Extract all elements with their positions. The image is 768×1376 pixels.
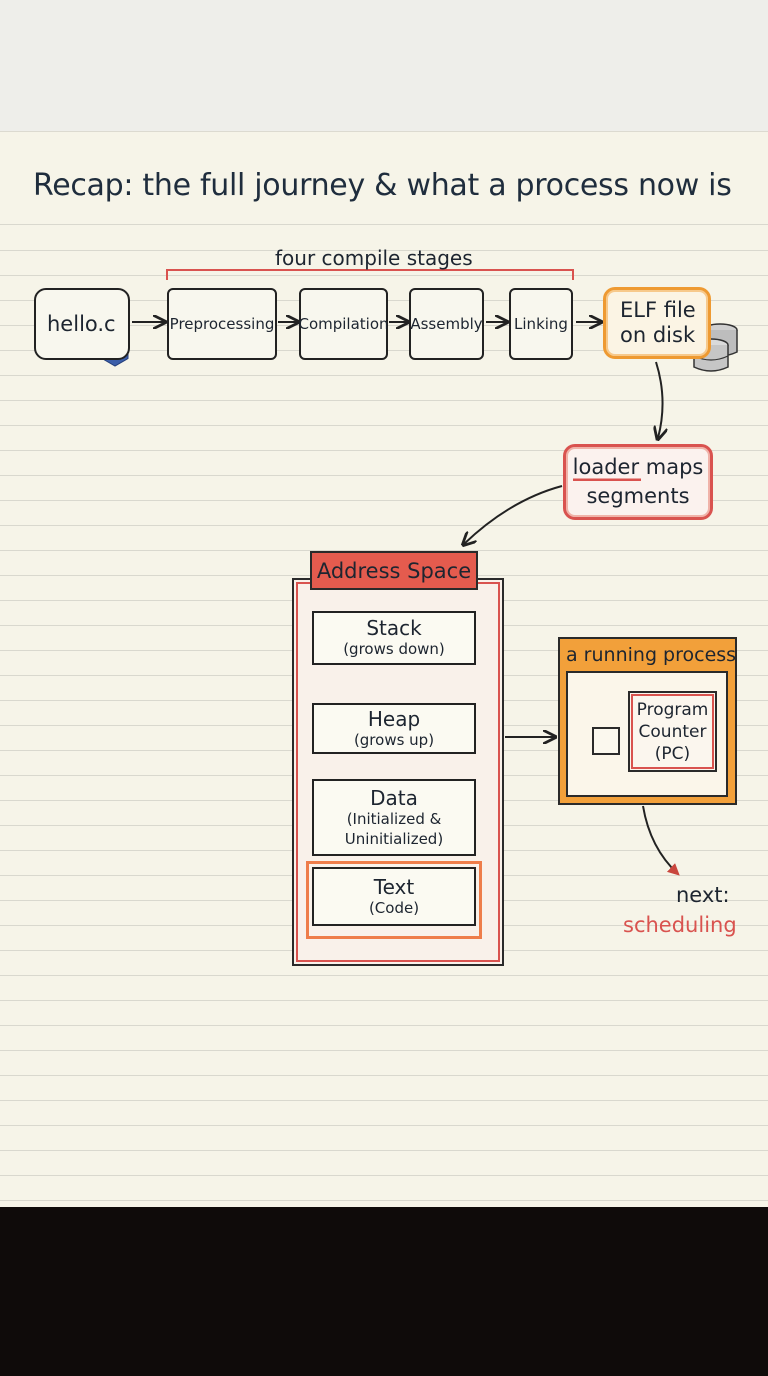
compile-stages-brace — [166, 269, 574, 280]
pc-line1: Program — [636, 699, 709, 720]
address-space-title-box: Address Space — [310, 551, 478, 590]
segment-stack: Stack (grows down) — [312, 611, 476, 665]
top-band — [0, 0, 768, 131]
segment-heap: Heap (grows up) — [312, 703, 476, 754]
segment-data: Data (Initialized & Uninitialized) — [312, 779, 476, 856]
arrow-loader-to-address-space — [464, 485, 563, 544]
elf-file-box: ELF file on disk — [603, 287, 711, 359]
elf-line1: ELF file — [620, 298, 696, 322]
program-counter-box: Program Counter (PC) — [628, 691, 717, 772]
address-space-title: Address Space — [316, 558, 472, 583]
source-file-box: hello.c — [34, 288, 130, 360]
segment-text-highlight — [306, 861, 482, 939]
loader-line1: loader maps — [572, 453, 704, 482]
segment-text: Text (Code) — [312, 867, 476, 926]
pc-line3: (PC) — [654, 743, 691, 764]
next-topic: scheduling — [623, 913, 737, 937]
source-file-label: hello.c — [47, 312, 116, 336]
compile-stages-label: four compile stages — [275, 246, 473, 270]
stage-preprocessing: Preprocessing — [167, 288, 277, 360]
process-title: a running process — [566, 644, 737, 666]
arrow-process-to-next — [642, 805, 680, 876]
bottom-band — [0, 1207, 768, 1376]
arrow-elf-to-loader — [656, 361, 663, 438]
loader-line2: segments — [586, 484, 690, 508]
elf-line2: on disk — [620, 323, 696, 347]
database-icon — [693, 323, 738, 372]
stage-linking: Linking — [509, 288, 573, 360]
loader-box: loader maps segments — [563, 444, 713, 520]
page-title: Recap: the full journey & what a process… — [33, 168, 732, 203]
stage-compilation: Compilation — [298, 288, 389, 360]
next-label: next: — [676, 883, 730, 907]
pc-line2: Counter — [638, 721, 707, 742]
stage-assembly: Assembly — [409, 288, 484, 360]
process-empty-square — [592, 727, 620, 755]
